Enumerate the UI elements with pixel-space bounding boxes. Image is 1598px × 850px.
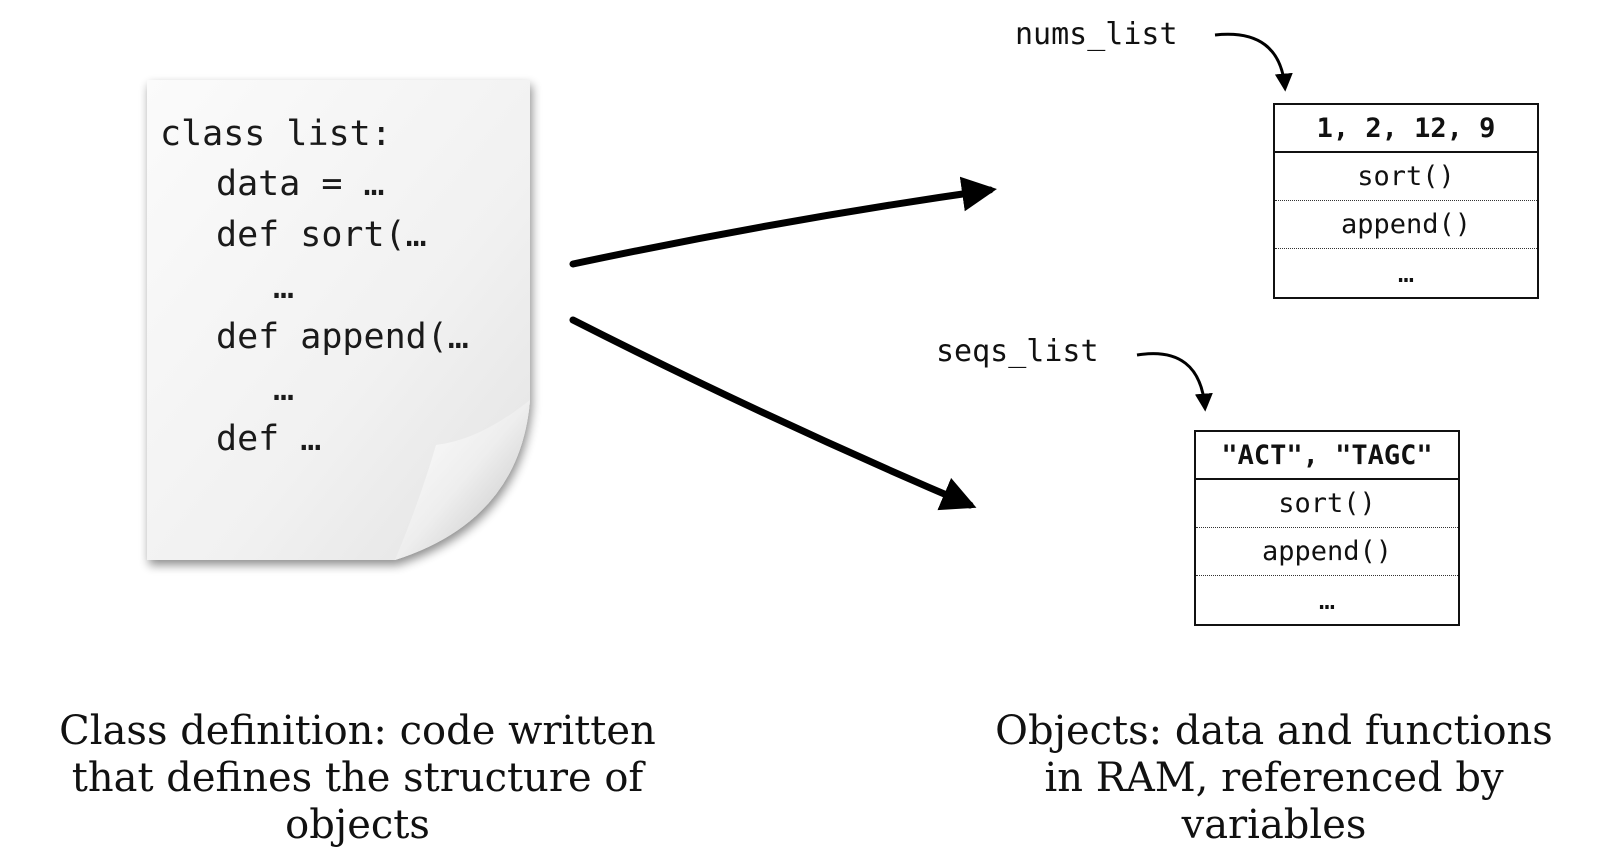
- arrow-to-nums-list: [569, 176, 997, 268]
- seqs-list-object-box: "ACT", "TAGC" sort() append() …: [1194, 430, 1460, 626]
- code-line: def …: [216, 419, 322, 459]
- object-method-row: sort(): [1275, 153, 1537, 201]
- diagram-graphics: [147, 32, 1293, 560]
- object-data-row: 1, 2, 12, 9: [1275, 105, 1537, 153]
- seqs-list-variable-label: seqs_list: [936, 334, 1099, 369]
- code-line: data = …: [216, 164, 385, 204]
- caption-line: Objects: data and functions: [995, 708, 1553, 754]
- caption-line: Class definition: code written: [59, 708, 656, 754]
- code-line: class list:: [160, 114, 392, 154]
- objects-caption: Objects: data and functions in RAM, refe…: [950, 708, 1598, 850]
- object-method-row: …: [1397, 257, 1415, 289]
- object-method-row: append(): [1196, 528, 1458, 576]
- caption-line: in RAM, referenced by variables: [1044, 755, 1504, 849]
- code-line: def append(…: [216, 317, 469, 357]
- caption-line: that defines the structure of objects: [71, 755, 644, 849]
- object-method-row: …: [1318, 584, 1336, 616]
- seqs-list-reference-arrow: [1136, 352, 1213, 412]
- object-method-row: append(): [1275, 201, 1537, 249]
- code-line: def sort(…: [216, 215, 427, 255]
- nums-list-reference-arrow: [1214, 32, 1293, 92]
- nums-list-variable-label: nums_list: [1015, 17, 1178, 52]
- code-line: …: [273, 267, 295, 307]
- class-definition-caption: Class definition: code written that defi…: [0, 708, 715, 850]
- arrow-to-seqs-list: [569, 316, 977, 511]
- paper-sheet-icon: [147, 80, 530, 560]
- nums-list-object-box: 1, 2, 12, 9 sort() append() …: [1273, 103, 1539, 299]
- code-line: …: [273, 369, 295, 409]
- object-method-row: sort(): [1196, 480, 1458, 528]
- object-data-row: "ACT", "TAGC": [1196, 432, 1458, 480]
